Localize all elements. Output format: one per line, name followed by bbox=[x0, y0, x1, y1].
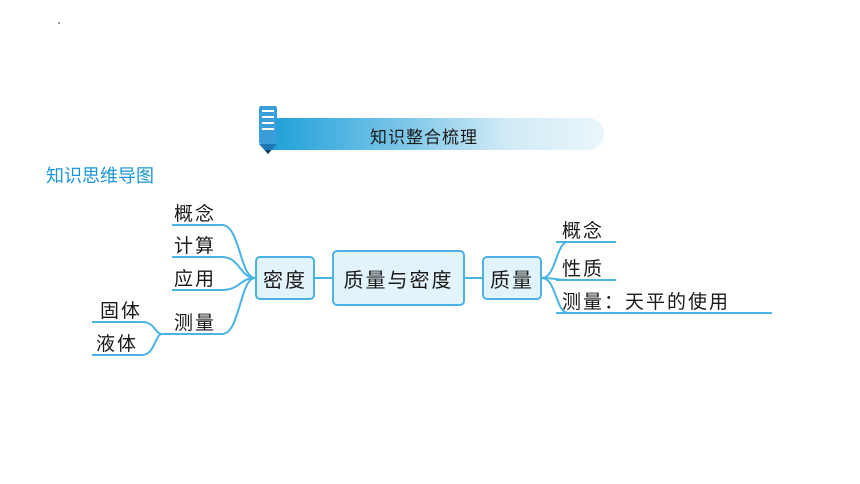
measure-leaf-solid: 固体 bbox=[100, 300, 143, 322]
title-banner: 知识整合梳理 bbox=[258, 106, 604, 154]
left-leaf-concept: 概念 bbox=[174, 203, 217, 225]
curve-right-measure bbox=[541, 277, 569, 314]
curve-liquid bbox=[141, 333, 163, 356]
center-node: 质量与密度 bbox=[332, 250, 465, 306]
measure-leaf-liquid: 液体 bbox=[96, 333, 139, 355]
curve-left-measure bbox=[221, 277, 256, 335]
mass-node: 质量 bbox=[482, 256, 542, 300]
stray-dot bbox=[58, 22, 60, 24]
left-leaf-apply: 应用 bbox=[174, 268, 217, 290]
right-leaf-concept: 概念 bbox=[562, 220, 605, 242]
banner-title: 知识整合梳理 bbox=[370, 128, 478, 148]
right-leaf-property: 性质 bbox=[562, 258, 605, 280]
right-leaf-measure: 测量：天平的使用 bbox=[562, 291, 731, 313]
density-node: 密度 bbox=[255, 256, 315, 300]
banner-bar bbox=[270, 118, 604, 150]
notebook-pencil-icon bbox=[259, 106, 277, 154]
curve-solid bbox=[141, 321, 163, 335]
left-leaf-calc: 计算 bbox=[174, 235, 217, 257]
curve-left-concept bbox=[221, 224, 256, 279]
left-leaf-measure: 测量 bbox=[174, 312, 217, 334]
section-heading: 知识思维导图 bbox=[46, 166, 154, 187]
curve-right-concept bbox=[541, 241, 569, 279]
